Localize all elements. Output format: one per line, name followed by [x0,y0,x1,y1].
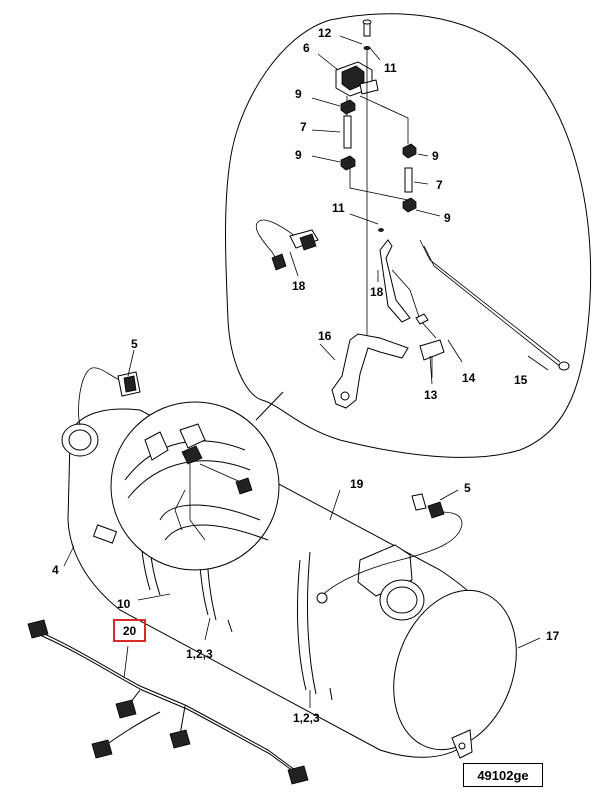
detail-bubble-outline [225,13,592,458]
clip-part [419,339,445,378]
callout-9-c: 9 [432,149,439,163]
callout-11-mid: 11 [332,201,345,215]
callout-10: 10 [117,597,131,611]
callout-1-2-3-b: 1,2,3 [293,711,320,725]
hose-assembly [340,50,417,340]
callout-9-b: 9 [295,148,302,162]
callout-13: 13 [424,388,438,402]
callout-12: 12 [318,26,332,40]
screw-part [362,19,372,51]
highlighted-callout-20[interactable]: 20 [113,619,146,642]
leader-lines [63,35,549,708]
callout-11-top: 11 [384,61,397,75]
detail-leader [255,391,284,421]
callout-5-right: 5 [464,481,471,495]
magnifier-circle [110,401,280,571]
callout-18-left: 18 [292,279,306,293]
callout-9-a: 9 [295,87,302,101]
callout-19: 19 [350,477,364,491]
callout-1-2-3-a: 1,2,3 [186,647,213,661]
callout-16: 16 [318,329,332,343]
pressure-sensor-right [316,493,463,604]
callout-15: 15 [514,373,528,387]
callout-5-left: 5 [131,337,138,351]
callout-17: 17 [546,629,560,643]
mounting-bracket-part [331,333,409,409]
wiring-harness [27,619,309,785]
pressure-sensor-left [78,367,141,426]
callout-7-a: 7 [300,120,307,134]
callout-7-b: 7 [436,178,443,192]
callout-9-d: 9 [444,211,451,225]
callout-4: 4 [52,563,59,577]
temperature-sensor-part [255,219,319,271]
figure-id-label: 49102ge [463,763,543,787]
callout-14: 14 [462,371,476,385]
bracket-tube-part [378,228,570,371]
callout-18-right: 18 [370,285,384,299]
callout-labels: 12 11 6 9 7 9 9 7 9 11 18 18 16 14 15 13… [52,26,560,725]
callout-6: 6 [303,41,310,55]
